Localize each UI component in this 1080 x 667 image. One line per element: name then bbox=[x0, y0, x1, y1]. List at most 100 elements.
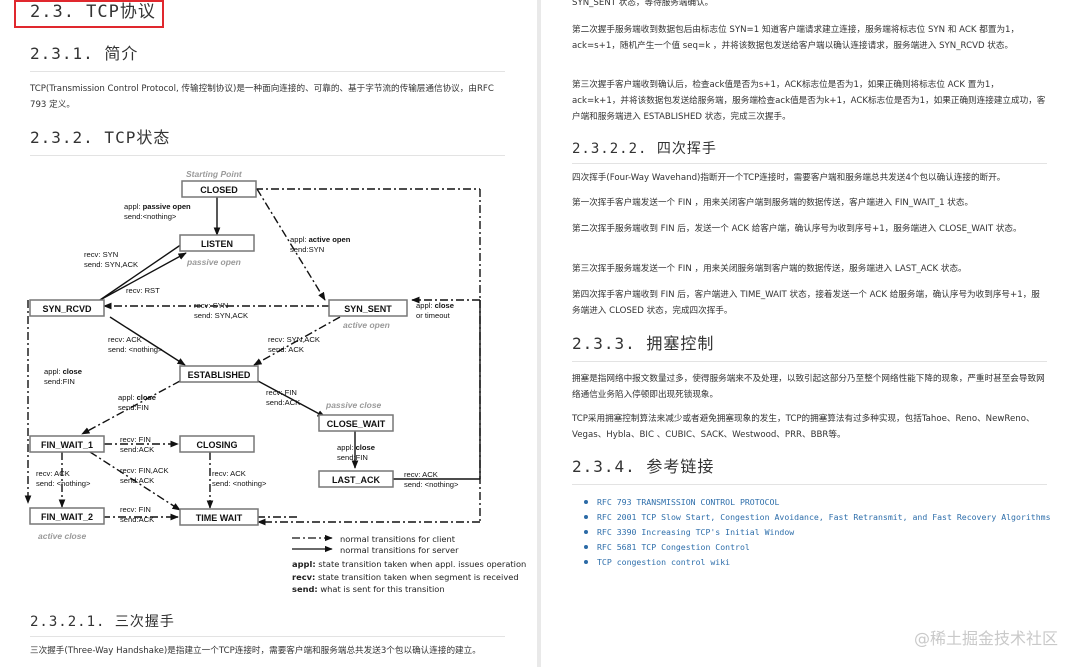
rfc-3390-link[interactable]: RFC 3390 Increasing TCP's Initial Window bbox=[597, 527, 795, 537]
wave-2-paragraph: 第二次挥手服务端收到 FIN 后，发送一个 ACK 给客户端，确认序号为收到序号… bbox=[572, 224, 1022, 234]
syn-sent-paragraph: SYN_SENT 状态，等待服务端确认。 bbox=[572, 0, 714, 8]
active-open-tag: active open bbox=[343, 320, 390, 330]
svg-text:send: <nothing>: send: <nothing> bbox=[212, 479, 267, 488]
svg-text:CLOSED: CLOSED bbox=[200, 185, 238, 195]
svg-text:LISTEN: LISTEN bbox=[201, 239, 233, 249]
svg-text:recv: SYN: recv: SYN bbox=[84, 250, 118, 259]
svg-text:send: SYN,ACK: send: SYN,ACK bbox=[84, 260, 138, 269]
svg-text:recv: ACK: recv: ACK bbox=[36, 469, 70, 478]
heading-2-3-2: 2.3.2. TCP状态 bbox=[30, 128, 171, 147]
congestion-wiki-link[interactable]: TCP congestion control wiki bbox=[597, 557, 731, 567]
page-gutter bbox=[537, 0, 541, 667]
heading-rule bbox=[30, 155, 505, 156]
third-handshake-paragraph: 第三次握手客户端收到确认后，检查ack值是否为s+1，ACK标志位是否为1，如果… bbox=[572, 80, 1046, 122]
congestion-paragraph-2: TCP采用拥塞控制算法来减少或者避免拥塞现象的发生，TCP的拥塞算法有过多种实现… bbox=[572, 414, 1035, 440]
four-way-paragraph: 四次挥手(Four-Way Wavehand)指断开一个TCP连接时，需要客户端… bbox=[572, 173, 1006, 183]
transition-labels: appl: passive open send:<nothing> appl: … bbox=[36, 202, 459, 524]
svg-text:appl: close: appl: close bbox=[416, 301, 454, 310]
svg-text:send: ACK: send: ACK bbox=[268, 345, 304, 354]
svg-text:recv: ACK: recv: ACK bbox=[108, 335, 142, 344]
svg-text:recv: FIN: recv: FIN bbox=[266, 388, 297, 397]
state-listen: LISTEN bbox=[179, 234, 255, 252]
state-fin-wait-2: FIN_WAIT_2 bbox=[29, 507, 105, 525]
diagram-tags: Starting Point passive open active open … bbox=[38, 169, 390, 541]
svg-text:appl: passive open: appl: passive open bbox=[124, 202, 191, 211]
heading-2-3-2-2: 2.3.2.2. 四次挥手 bbox=[572, 141, 717, 157]
svg-text:ESTABLISHED: ESTABLISHED bbox=[188, 370, 251, 380]
svg-text:appl: active open: appl: active open bbox=[290, 235, 351, 244]
legend-client: normal transitions for client bbox=[340, 534, 456, 544]
svg-text:FIN_WAIT_1: FIN_WAIT_1 bbox=[41, 440, 93, 450]
svg-text:or timeout: or timeout bbox=[416, 311, 451, 320]
svg-text:send:ACK: send:ACK bbox=[266, 398, 300, 407]
state-closed: CLOSED bbox=[181, 180, 257, 198]
svg-text:CLOSE_WAIT: CLOSE_WAIT bbox=[327, 419, 386, 429]
svg-text:recv: SYN: recv: SYN bbox=[194, 301, 228, 310]
svg-text:recv: ACK: recv: ACK bbox=[404, 470, 438, 479]
heading-2-3-3: 2.3.3. 拥塞控制 bbox=[572, 334, 715, 353]
svg-text:CLOSING: CLOSING bbox=[196, 440, 237, 450]
right-document-page: SYN_SENT 状态，等待服务端确认。 第二次握手服务端收到数据包后由标志位 … bbox=[541, 0, 1080, 667]
svg-text:appl: close: appl: close bbox=[337, 443, 375, 452]
reference-link-item: RFC 3390 Increasing TCP's Initial Window bbox=[583, 525, 1053, 540]
svg-text:send:FIN: send:FIN bbox=[44, 377, 75, 386]
reference-links: RFC 793 TRANSMISSION CONTROL PROTOCOL RF… bbox=[583, 495, 1053, 570]
svg-text:send:ACK: send:ACK bbox=[120, 445, 154, 454]
state-closing: CLOSING bbox=[179, 435, 255, 453]
svg-text:send:<nothing>: send:<nothing> bbox=[124, 212, 177, 221]
svg-text:SYN_SENT: SYN_SENT bbox=[344, 304, 392, 314]
legend-server: normal transitions for server bbox=[340, 545, 459, 555]
svg-text:send: <nothing>: send: <nothing> bbox=[36, 479, 91, 488]
heading-2-3-2-1: 2.3.2.1. 三次握手 bbox=[30, 614, 175, 630]
svg-text:send: <nothing>: send: <nothing> bbox=[108, 345, 163, 354]
legend-lines bbox=[292, 534, 333, 553]
rfc-793-link[interactable]: RFC 793 TRANSMISSION CONTROL PROTOCOL bbox=[597, 497, 780, 507]
svg-text:send:SYN: send:SYN bbox=[290, 245, 324, 254]
tcp-state-diagram: CLOSED LISTEN SYN_RCVD SYN_SENT ESTABLIS… bbox=[24, 169, 481, 553]
svg-text:recv: FIN: recv: FIN bbox=[120, 435, 151, 444]
svg-text:recv: RST: recv: RST bbox=[126, 286, 160, 295]
heading-rule bbox=[572, 163, 1047, 164]
active-close-tag: active close bbox=[38, 531, 86, 541]
reference-link-item: RFC 793 TRANSMISSION CONTROL PROTOCOL bbox=[583, 495, 1053, 510]
svg-text:appl: close: appl: close bbox=[118, 393, 156, 402]
rfc-5681-link[interactable]: RFC 5681 TCP Congestion Control bbox=[597, 542, 750, 552]
starting-point-tag: Starting Point bbox=[186, 169, 243, 179]
heading-2-3: 2.3. TCP协议 bbox=[30, 2, 156, 22]
state-fin-wait-1: FIN_WAIT_1 bbox=[29, 435, 105, 453]
svg-text:TIME WAIT: TIME WAIT bbox=[196, 513, 243, 523]
passive-close-tag: passive close bbox=[325, 400, 382, 410]
second-handshake-paragraph: 第二次握手服务端收到数据包后由标志位 SYN=1 知道客户端请求建立连接，服务端… bbox=[572, 25, 1020, 51]
state-time-wait: TIME WAIT bbox=[179, 508, 259, 526]
svg-text:recv: SYN,ACK: recv: SYN,ACK bbox=[268, 335, 320, 344]
congestion-paragraph-1: 拥塞是指网络中报文数量过多，使得服务端来不及处理，以致引起这部分乃至整个网络性能… bbox=[572, 374, 1045, 400]
transition-lines bbox=[24, 188, 481, 526]
state-syn-sent: SYN_SENT bbox=[328, 299, 408, 317]
svg-text:SYN_RCVD: SYN_RCVD bbox=[42, 304, 92, 314]
wave-4-paragraph: 第四次挥手客户端收到 FIN 后，客户端进入 TIME_WAIT 状态，接着发送… bbox=[572, 290, 1040, 316]
heading-2-3-1: 2.3.1. 简介 bbox=[30, 44, 139, 63]
svg-text:send:ACK: send:ACK bbox=[120, 476, 154, 485]
reference-link-item: TCP congestion control wiki bbox=[583, 555, 1053, 570]
watermark: @稀土掘金技术社区 bbox=[913, 629, 1058, 648]
section-highlight-box bbox=[14, 0, 164, 28]
svg-text:recv: FIN,ACK: recv: FIN,ACK bbox=[120, 466, 169, 475]
state-last-ack: LAST_ACK bbox=[318, 470, 394, 488]
legend-appl: appl: state transition taken when appl. … bbox=[292, 559, 527, 569]
left-document-page: 2.3. TCP协议 2.3.1. 简介 TCP(Transmission Co… bbox=[0, 0, 537, 667]
state-close-wait: CLOSE_WAIT bbox=[318, 414, 394, 432]
intro-paragraph: TCP(Transmission Control Protocol, 传输控制协… bbox=[30, 84, 494, 110]
wave-3-paragraph: 第三次挥手服务端发送一个 FIN ，用来关闭服务端到客户端的数据传送，服务端进入… bbox=[572, 264, 967, 274]
legend-send: send: what is sent for this transition bbox=[292, 584, 445, 594]
svg-text:FIN_WAIT_2: FIN_WAIT_2 bbox=[41, 512, 93, 522]
state-established: ESTABLISHED bbox=[179, 365, 259, 383]
svg-text:send:FIN: send:FIN bbox=[337, 453, 368, 462]
svg-text:send:FIN: send:FIN bbox=[118, 403, 149, 412]
rfc-2001-link[interactable]: RFC 2001 TCP Slow Start, Congestion Avoi… bbox=[597, 512, 1051, 522]
heading-rule bbox=[572, 361, 1047, 362]
reference-link-item: RFC 2001 TCP Slow Start, Congestion Avoi… bbox=[583, 510, 1053, 525]
heading-2-3-4: 2.3.4. 参考链接 bbox=[572, 457, 715, 476]
heading-rule bbox=[30, 71, 505, 72]
svg-text:appl: close: appl: close bbox=[44, 367, 82, 376]
svg-text:LAST_ACK: LAST_ACK bbox=[332, 475, 381, 485]
